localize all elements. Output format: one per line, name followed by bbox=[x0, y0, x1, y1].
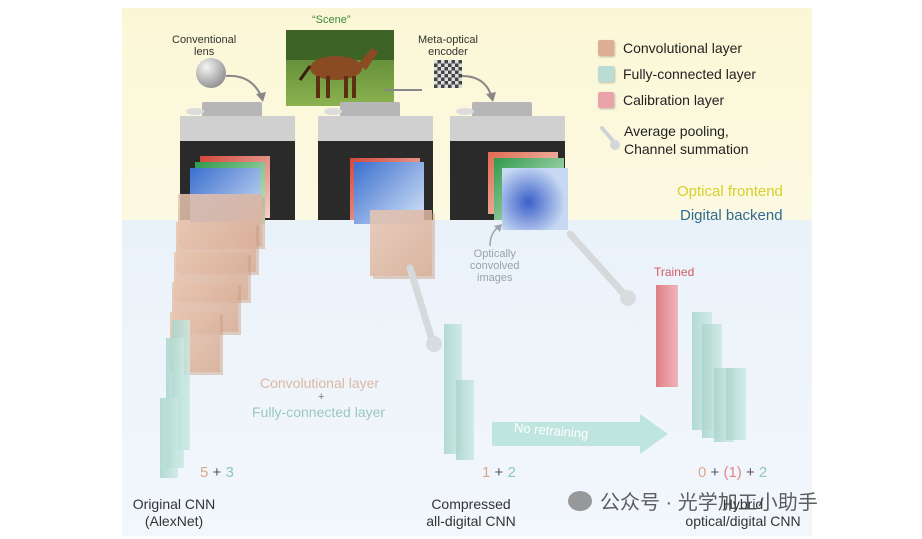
scene-label: “Scene” bbox=[312, 14, 351, 26]
watermark: 公众号 · 光学加工小助手 bbox=[568, 486, 818, 515]
meta-optical-encoder-label: Meta-optical encoder bbox=[418, 34, 478, 58]
legend-fc: Fully-connected layer bbox=[598, 66, 756, 82]
legend-pooling: Average pooling, Channel summation bbox=[598, 122, 749, 158]
pooling-icon bbox=[406, 264, 442, 352]
conv-caption: Convolutional layer bbox=[260, 375, 380, 391]
calibration-layer-block bbox=[656, 285, 678, 387]
optical-frontend-label: Optical frontend bbox=[677, 183, 783, 200]
plus-caption: + bbox=[318, 391, 325, 403]
legend-swatch bbox=[598, 92, 614, 108]
arrow-icon bbox=[461, 75, 496, 102]
figure-panel: “Scene” Conventional lens Meta-optical e… bbox=[122, 8, 812, 536]
original-cnn-label: Original CNN (AlexNet) bbox=[132, 496, 216, 529]
lens-sphere-icon bbox=[196, 58, 226, 88]
no-retraining-arrow bbox=[492, 414, 668, 454]
hybrid-cnn-label: Hybrid optical/digital CNN bbox=[685, 496, 801, 529]
count-compressed: 1 + 2 bbox=[482, 464, 516, 481]
count-hybrid: 0 + (1) + 2 bbox=[698, 464, 768, 481]
fc-caption: Fully-connected layer bbox=[252, 404, 386, 420]
legend-swatch bbox=[598, 40, 614, 56]
arrow-icon bbox=[384, 89, 422, 91]
scene-horse-image bbox=[286, 30, 394, 106]
compressed-cnn-label: Compressed all-digital CNN bbox=[426, 496, 516, 529]
pooling-icon bbox=[566, 230, 636, 306]
legend-calibration: Calibration layer bbox=[598, 92, 724, 108]
conv-layer-block bbox=[370, 210, 432, 276]
arrow-icon bbox=[225, 74, 266, 102]
count-original: 5 + 3 bbox=[200, 464, 234, 481]
trained-label: Trained bbox=[654, 265, 695, 279]
fc-layer-block bbox=[726, 368, 746, 440]
legend-swatch bbox=[598, 66, 614, 82]
checker-encoder-icon bbox=[434, 60, 462, 88]
fc-layer-block bbox=[456, 380, 474, 460]
fc-layer-block bbox=[160, 398, 178, 478]
arrow-icon bbox=[489, 224, 502, 247]
wechat-icon bbox=[568, 490, 592, 511]
feature-map bbox=[502, 168, 568, 230]
legend-conv: Convolutional layer bbox=[598, 40, 742, 56]
digital-backend-label: Digital backend bbox=[680, 207, 783, 224]
optically-convolved-label: Optically convolved images bbox=[470, 248, 520, 284]
conventional-lens-label: Conventional lens bbox=[172, 34, 237, 58]
pooling-legend-icon bbox=[600, 126, 620, 150]
